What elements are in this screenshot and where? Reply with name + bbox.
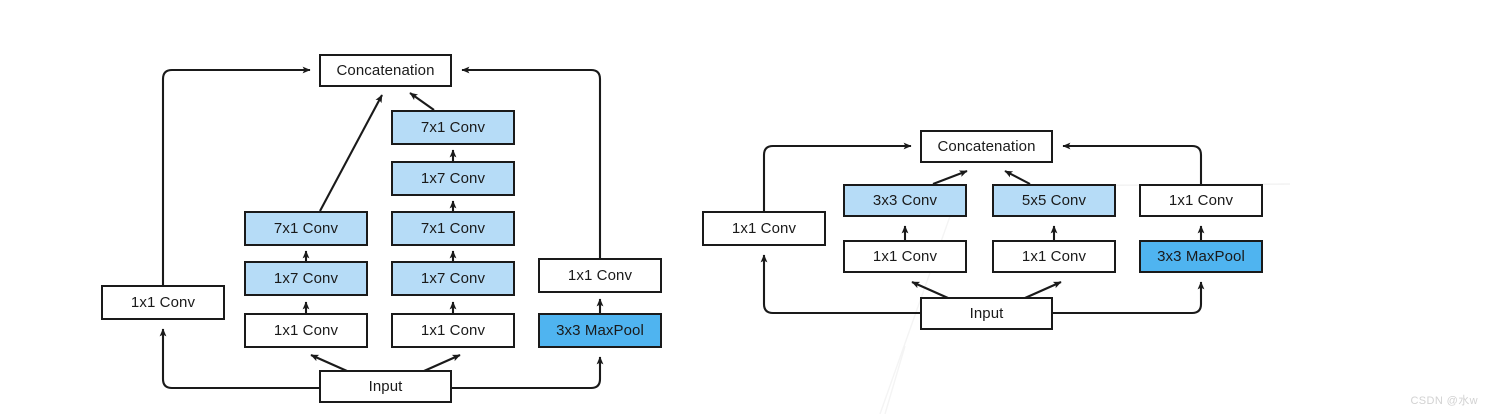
left-branch4-1x1-conv-node: 1x1 Conv: [538, 258, 662, 293]
left-branch3-1x7-conv-second-node: 1x7 Conv: [391, 161, 515, 196]
left-branch2-1x7-conv-node: 1x7 Conv: [244, 261, 368, 296]
left-branch4-3x3-maxpool-node: 3x3 MaxPool: [538, 313, 662, 348]
left-branch3-7x1-conv-top-node: 7x1 Conv: [391, 110, 515, 145]
right-projection-1x1-conv-node: 1x1 Conv: [702, 211, 826, 246]
right-branch3-1x1-conv-node: 1x1 Conv: [992, 240, 1116, 273]
left-branch2-7x1-conv-node: 7x1 Conv: [244, 211, 368, 246]
left-concatenation-node: Concatenation: [319, 54, 452, 87]
right-branch3-5x5-conv-node: 5x5 Conv: [992, 184, 1116, 217]
right-branch2-1x1-conv-node: 1x1 Conv: [843, 240, 967, 273]
left-input-node: Input: [319, 370, 452, 403]
right-branch4-1x1-conv-node: 1x1 Conv: [1139, 184, 1263, 217]
right-concatenation-node: Concatenation: [920, 130, 1053, 163]
right-branch2-3x3-conv-node: 3x3 Conv: [843, 184, 967, 217]
right-branch4-3x3-maxpool-node: 3x3 MaxPool: [1139, 240, 1263, 273]
csdn-watermark: CSDN @水w: [1410, 395, 1478, 407]
left-pool-projection-1x1-conv-node: 1x1 Conv: [101, 285, 225, 320]
left-branch3-7x1-conv-second-node: 7x1 Conv: [391, 211, 515, 246]
right-input-node: Input: [920, 297, 1053, 330]
left-branch3-1x1-conv-node: 1x1 Conv: [391, 313, 515, 348]
left-branch3-1x7-conv-first-node: 1x7 Conv: [391, 261, 515, 296]
left-branch2-1x1-conv-node: 1x1 Conv: [244, 313, 368, 348]
